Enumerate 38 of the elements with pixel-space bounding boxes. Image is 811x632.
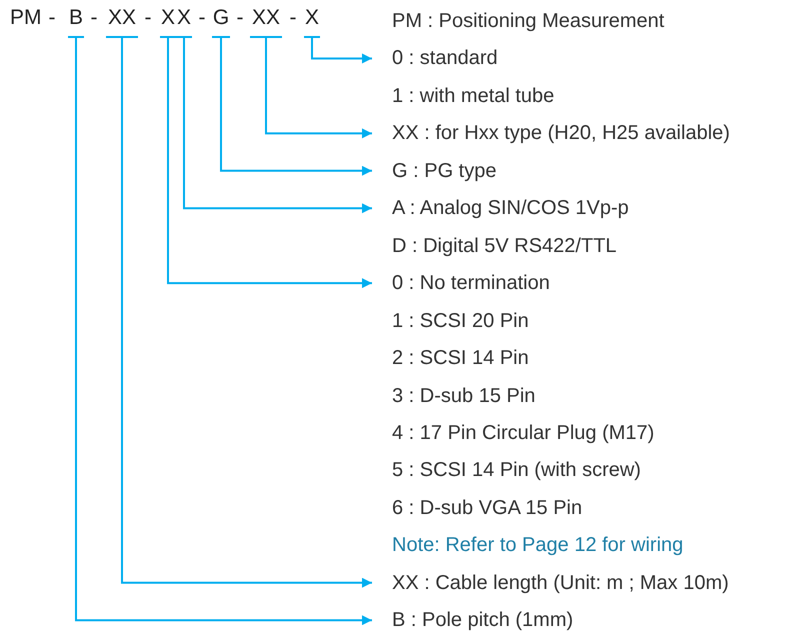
code-prefix: PM xyxy=(10,6,42,30)
code-segment: B xyxy=(68,6,84,38)
option-text: 1 : with metal tube xyxy=(392,84,554,109)
note-text: Note: Refer to Page 12 for wiring xyxy=(392,533,684,558)
code-segment: XX xyxy=(250,6,282,38)
leader-arrow xyxy=(167,38,372,288)
option-text: 1 : SCSI 20 Pin xyxy=(392,308,529,334)
option-text: D : Digital 5V RS422/TTL xyxy=(392,234,617,259)
option-text: A : Analog SIN/COS 1Vp-p xyxy=(372,195,629,222)
separator-dash: - xyxy=(90,6,98,30)
leader-arrow xyxy=(265,38,372,138)
code-segment: G xyxy=(212,6,230,38)
separator-dash: - xyxy=(48,6,56,30)
code-segment: XX xyxy=(106,6,138,38)
separator-dash: - xyxy=(144,6,152,30)
option-text: 5 : SCSI 14 Pin (with screw) xyxy=(392,458,641,484)
option-text: 2 : SCSI 14 Pin xyxy=(392,346,529,372)
option-text: 0 : No termination xyxy=(372,270,550,296)
option-text: 0 : standard xyxy=(372,45,498,72)
leader-arrow xyxy=(183,38,372,214)
leader-arrow xyxy=(220,38,372,176)
option-text: B : Pole pitch (1mm) xyxy=(372,607,574,632)
separator-dash: - xyxy=(236,6,244,30)
leader-arrow xyxy=(121,38,372,588)
option-text: XX : for Hxx type (H20, H25 available) xyxy=(372,120,730,146)
option-text: 4 : 17 Pin Circular Plug (M17) xyxy=(392,420,654,446)
option-text: XX : Cable length (Unit: m ; Max 10m) xyxy=(372,570,729,596)
option-text: 3 : D-sub 15 Pin xyxy=(392,384,536,408)
option-text: 6 : D-sub VGA 15 Pin xyxy=(392,496,582,521)
option-text: G : PG type xyxy=(372,158,496,184)
code-segment: X xyxy=(304,6,320,38)
separator-dash: - xyxy=(198,6,206,30)
leader-arrow xyxy=(311,38,372,64)
option-text: PM : Positioning Measurement xyxy=(392,9,664,34)
code-segment: X xyxy=(176,6,192,38)
separator-dash: - xyxy=(290,6,296,30)
code-segment: X xyxy=(160,6,176,38)
leader-arrow xyxy=(75,38,372,626)
